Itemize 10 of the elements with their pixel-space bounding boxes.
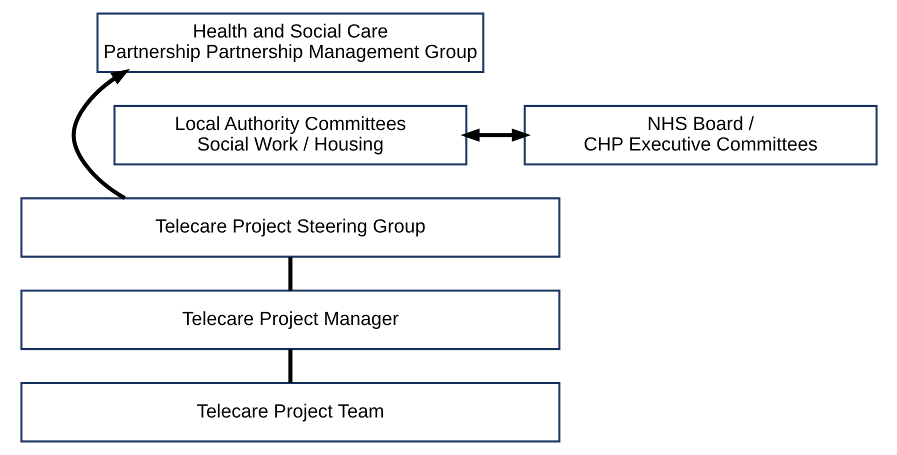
- node-box: Telecare Project Steering Group: [20, 197, 560, 258]
- node-box: NHS Board / CHP Executive Committees: [523, 104, 878, 166]
- node-box: Telecare Project Manager: [20, 290, 560, 350]
- connector: [288, 349, 292, 384]
- arrow: [71, 68, 130, 200]
- connector: [288, 257, 292, 291]
- node-box: Telecare Project Team: [20, 382, 560, 442]
- node-box: Local Authority Committees Social Work / Housing: [112, 104, 467, 166]
- arrow: [460, 128, 530, 142]
- node-box: Health and Social Care Partnership Partnership Management Group: [96, 12, 484, 73]
